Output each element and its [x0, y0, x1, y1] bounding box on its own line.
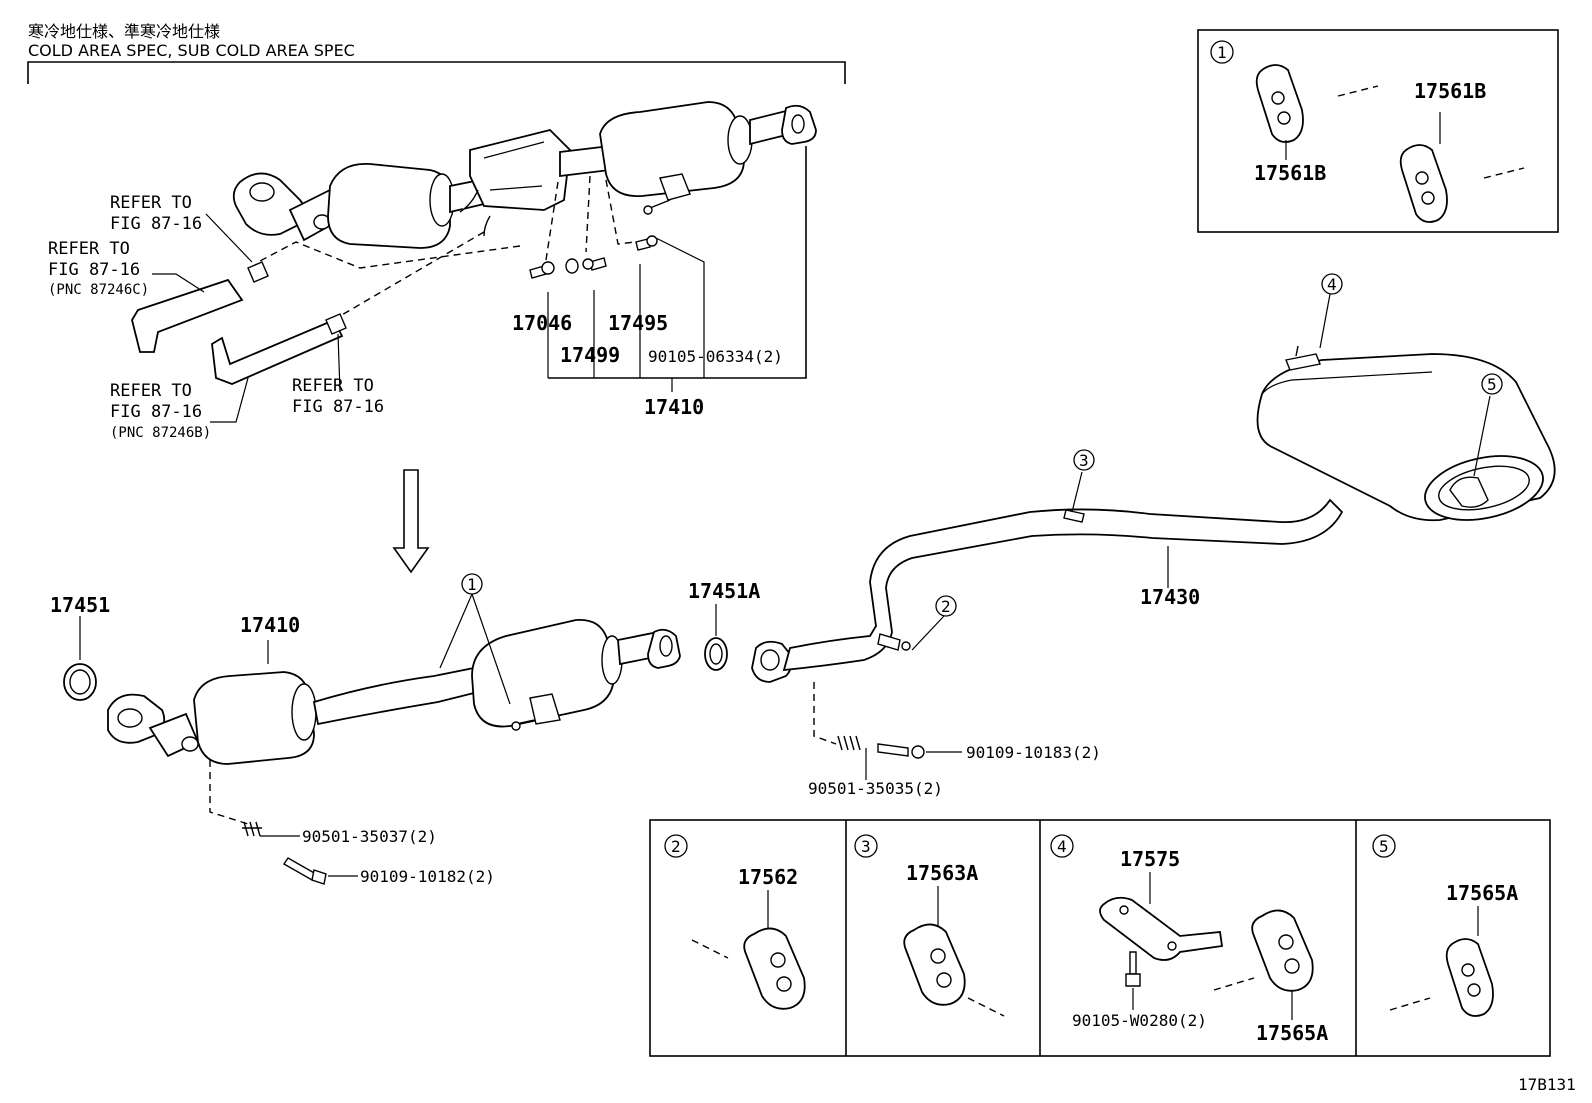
main-converter-assembly [63, 619, 681, 765]
refer-to-1: REFER TO [110, 193, 192, 213]
refer-fig-1: FIG 87-16 [110, 214, 202, 234]
label-90501-35037: 90501-35037(2) [302, 827, 437, 846]
tail-pipe-assembly [751, 345, 1556, 683]
gasket-17451a [704, 637, 728, 671]
detail-box-5: 5 17565A [1372, 834, 1518, 1017]
detail-box-2: 2 17562 [664, 834, 806, 1010]
svg-text:1: 1 [1217, 43, 1227, 62]
svg-text:4: 4 [1057, 837, 1067, 856]
callout-2-main: 2 [935, 595, 957, 617]
callout-1-main: 1 [461, 573, 483, 595]
detail-boxes-bottom: 2 17562 3 17563A 4 17575 [649, 819, 1551, 1057]
label-90105-06334: 90105-06334(2) [648, 347, 783, 366]
refer-fig-3: FIG 87-16 [110, 402, 202, 422]
svg-text:3: 3 [1079, 451, 1089, 470]
lower-left-fasteners [242, 821, 327, 885]
label-17410-top: 17410 [644, 395, 704, 419]
box3-label: 17563A [906, 861, 978, 885]
header-title-jp: 寒冷地仕様、準寒冷地仕様 [28, 22, 220, 41]
detail-box-4: 4 17575 90105-W0280(2) 17565A [1050, 834, 1328, 1045]
top-small-parts [529, 235, 658, 279]
header-title-en: COLD AREA SPEC, SUB COLD AREA SPEC [28, 41, 355, 60]
figure-code: 17B131 [1518, 1075, 1576, 1094]
label-17451: 17451 [50, 593, 110, 617]
detail-box-1: 1 17561B 17561B [1197, 29, 1559, 233]
refer-pnc-c: (PNC 87246C) [48, 282, 149, 298]
down-arrow [392, 469, 430, 574]
top-converter-assembly [232, 101, 817, 249]
callout-3-main: 3 [1073, 449, 1095, 471]
callout-4-main: 4 [1321, 273, 1343, 295]
mid-fasteners [837, 735, 925, 759]
svg-text:2: 2 [941, 597, 951, 616]
header-bracket [27, 61, 846, 84]
refer-hoses [131, 261, 347, 385]
refer-to-3: REFER TO [110, 381, 192, 401]
label-17410: 17410 [240, 613, 300, 637]
detail-box-3: 3 17563A [854, 834, 1005, 1017]
label-90109-10182: 90109-10182(2) [360, 867, 495, 886]
svg-text:5: 5 [1487, 375, 1497, 394]
label-90109-10183: 90109-10183(2) [966, 743, 1101, 762]
box4-label-b: 90105-W0280(2) [1072, 1011, 1207, 1030]
box1-label-b: 17561B [1254, 161, 1326, 185]
box2-label: 17562 [738, 865, 798, 889]
box5-label: 17565A [1446, 881, 1518, 905]
refer-to-2: REFER TO [48, 239, 130, 259]
refer-to-4: REFER TO [292, 376, 374, 396]
box4-label-c: 17565A [1256, 1021, 1328, 1045]
refer-fig-2: FIG 87-16 [48, 260, 140, 280]
label-90501-35035: 90501-35035(2) [808, 779, 943, 798]
box4-label-a: 17575 [1120, 847, 1180, 871]
box1-label-a: 17561B [1414, 79, 1486, 103]
label-17046: 17046 [512, 311, 572, 335]
label-17499: 17499 [560, 343, 620, 367]
svg-text:5: 5 [1379, 837, 1389, 856]
refer-fig-4: FIG 87-16 [292, 397, 384, 417]
svg-text:3: 3 [861, 837, 871, 856]
svg-text:4: 4 [1327, 275, 1337, 294]
bracket-17410-top [548, 146, 807, 379]
svg-text:2: 2 [671, 837, 681, 856]
refer-pnc-b: (PNC 87246B) [110, 425, 211, 441]
callout-5-main: 5 [1481, 373, 1503, 395]
svg-text:1: 1 [467, 575, 477, 594]
label-17451A: 17451A [688, 579, 760, 603]
label-17430: 17430 [1140, 585, 1200, 609]
label-17495: 17495 [608, 311, 668, 335]
